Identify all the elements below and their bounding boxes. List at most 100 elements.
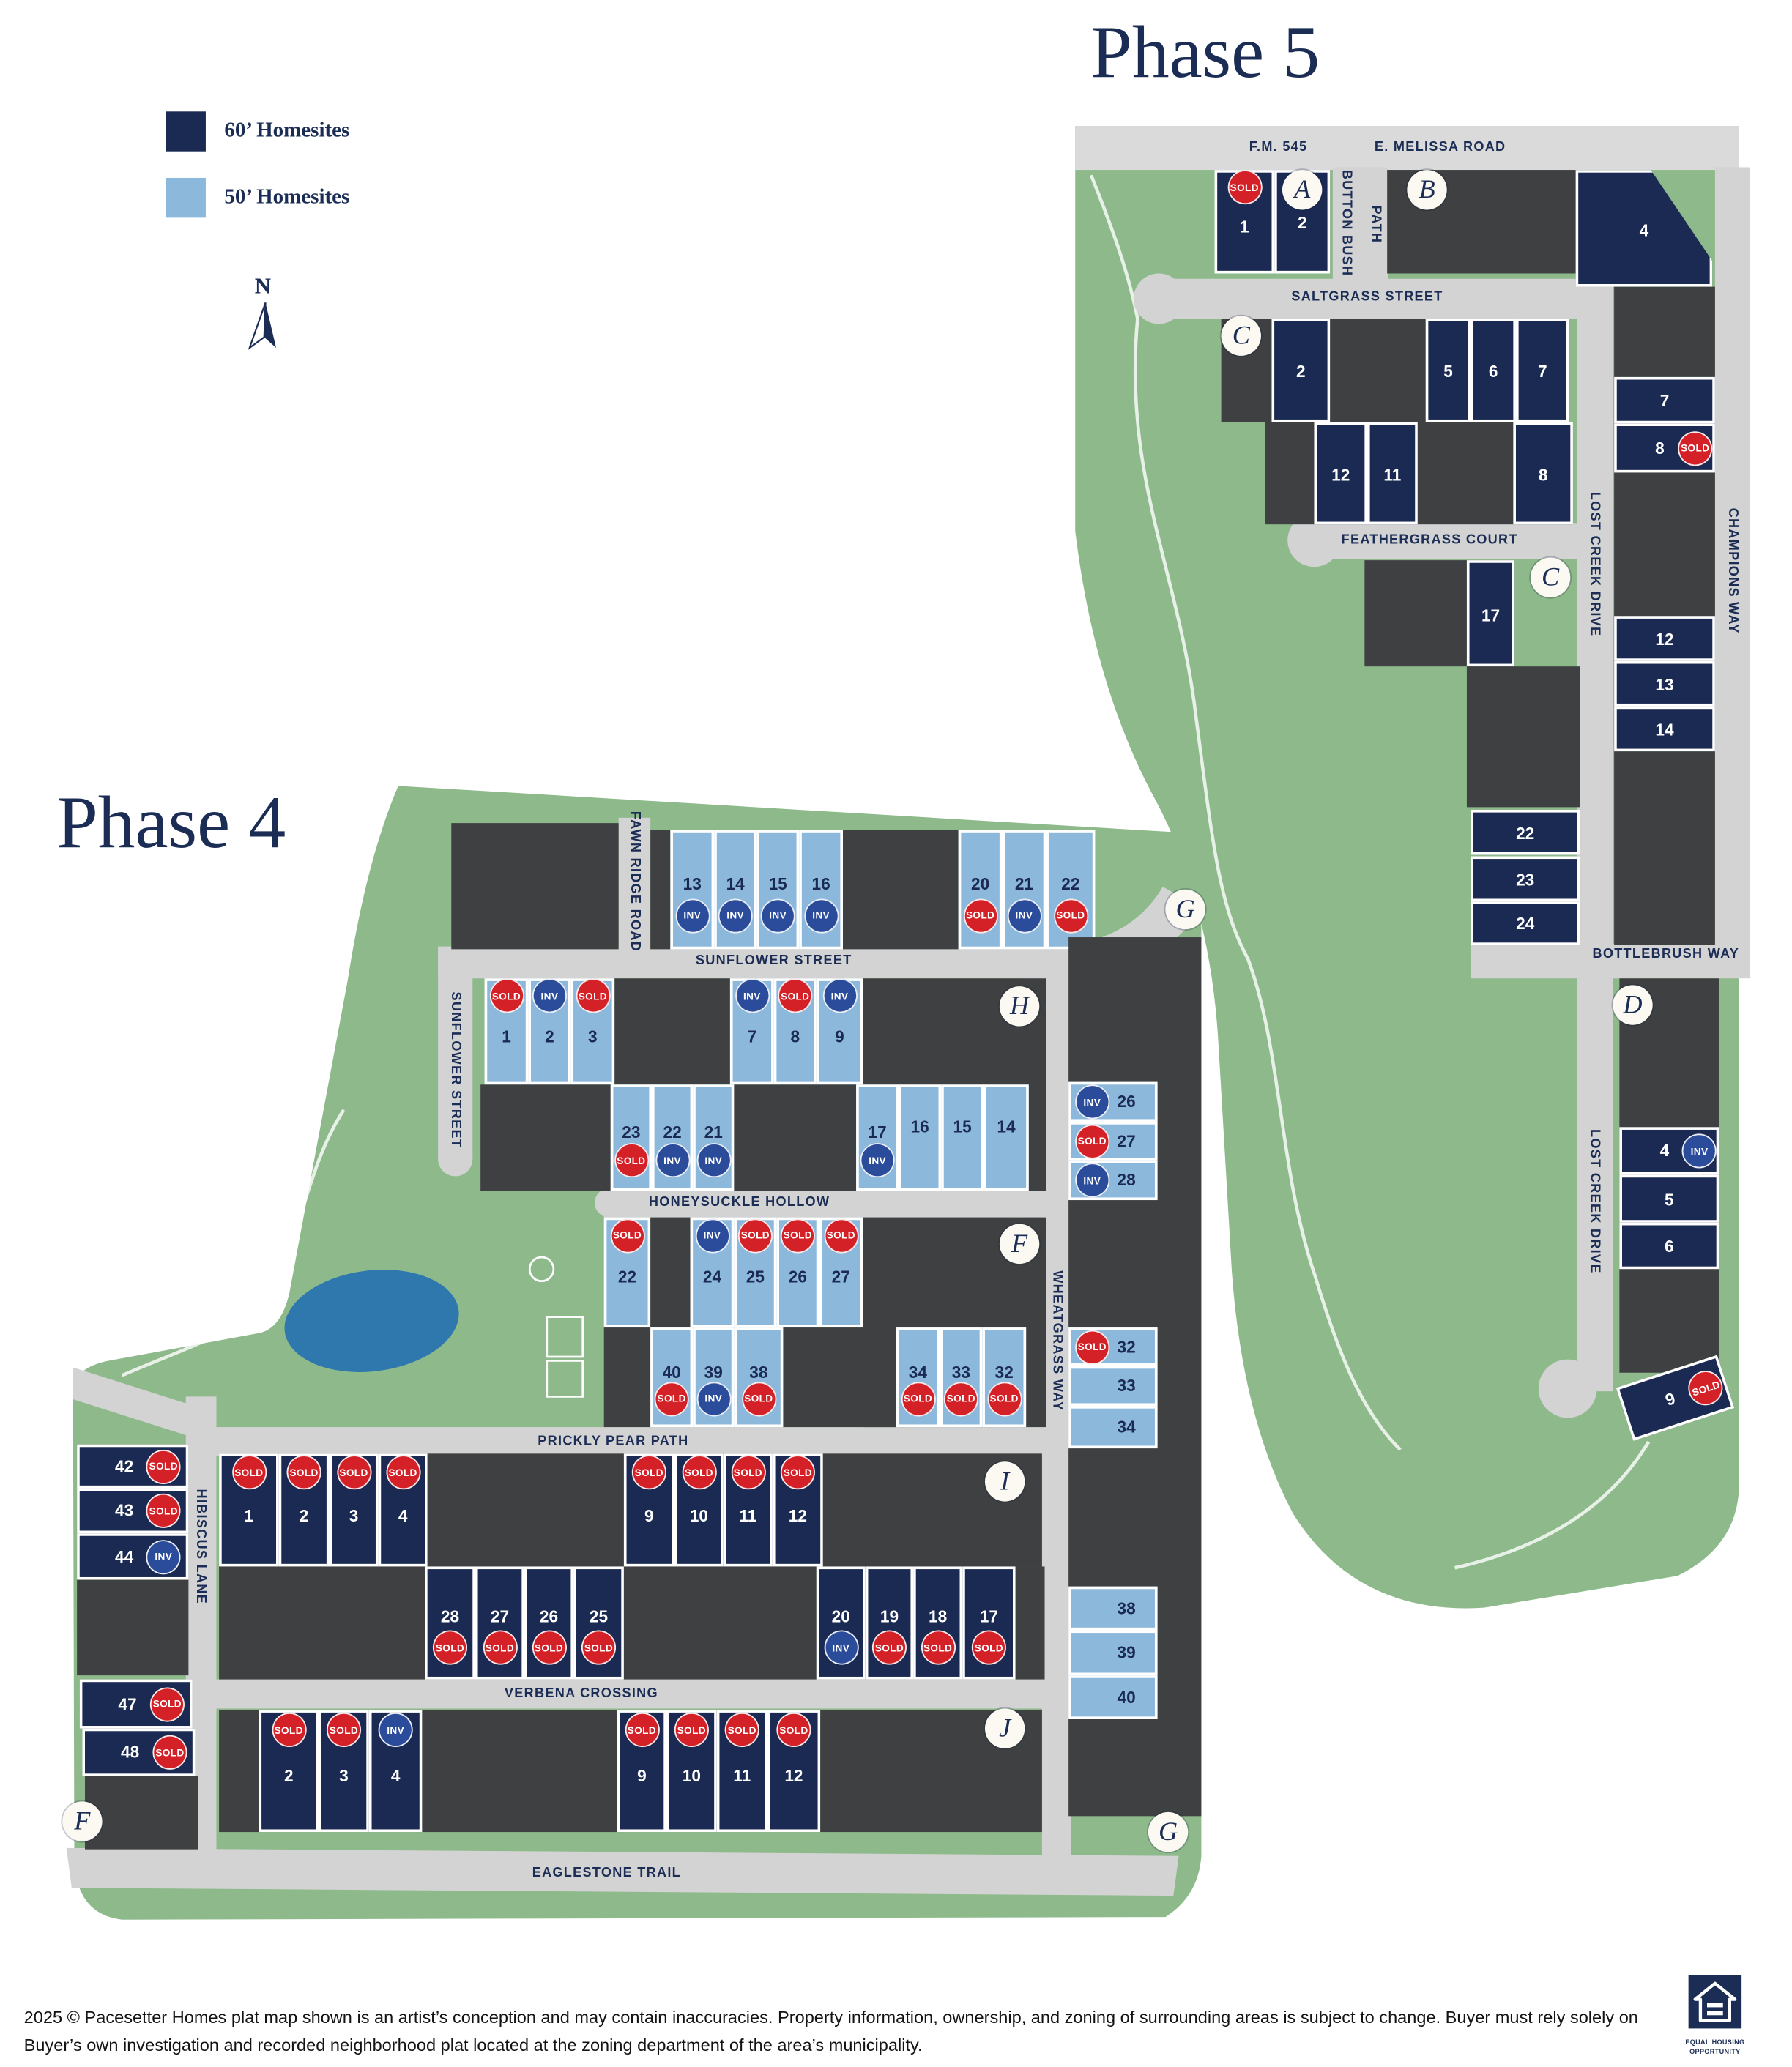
phase5-lot-5[interactable]: 5 (1619, 1174, 1719, 1223)
phase5-lot-8[interactable]: 8 (1513, 422, 1573, 525)
sold-badge: SOLD (654, 1382, 689, 1417)
phase5-lot-2[interactable]: 2 (1271, 319, 1331, 422)
phase5-lot-14[interactable]: 14 (1614, 706, 1715, 752)
phase5-lot-11[interactable]: 11 (1367, 422, 1418, 525)
lot-number: 9 (637, 1767, 647, 1787)
phase5-lot-7[interactable]: 7 (1614, 376, 1715, 424)
phase5-lot-23[interactable]: 23 (1471, 856, 1580, 902)
phase5-lot-7[interactable]: 7 (1515, 319, 1569, 422)
legend: 60’ Homesites 50’ Homesites (166, 111, 349, 244)
phase5-lot-5[interactable]: 5 (1425, 319, 1471, 422)
phase5-lot-12[interactable]: 12 (1314, 422, 1367, 525)
phase5-lot-24[interactable]: 24 (1471, 901, 1580, 945)
phase5-lot-12[interactable]: 12 (1614, 616, 1715, 661)
inventory-badge: INV (674, 898, 710, 934)
phase5-lot-6[interactable]: 6 (1619, 1222, 1719, 1270)
phase5-lot-17[interactable]: 17 (1466, 560, 1515, 667)
street-label: SUNFLOWER STREET (447, 991, 463, 1149)
phase4-lot-16[interactable]: 16 (899, 1084, 942, 1191)
sold-badge: SOLD (385, 1455, 420, 1490)
phase4-lot-40[interactable]: 40 (1068, 1675, 1158, 1719)
phase5-lot-6[interactable]: 6 (1471, 319, 1516, 422)
phase5-lot-13[interactable]: 13 (1614, 660, 1715, 707)
phase4-lot-33[interactable]: 33 (1068, 1366, 1158, 1407)
lot-number: 12 (1655, 630, 1674, 649)
phase4-lot-14[interactable]: 14 (984, 1084, 1029, 1191)
phase4-lot-34[interactable]: 34 (1068, 1406, 1158, 1449)
road-verbena-crossing (215, 1679, 1073, 1709)
lot-number: 2 (1296, 362, 1306, 382)
phase4-lot-38[interactable]: 38 (1068, 1586, 1158, 1631)
phase4-lot-39[interactable]: 39 (1068, 1630, 1158, 1676)
street-label: FAWN RIDGE ROAD (627, 811, 642, 953)
phase4-lot-15[interactable]: 15 (941, 1084, 984, 1191)
map-marker-C: C (1530, 557, 1571, 597)
phase5-lot-22[interactable]: 22 (1471, 809, 1580, 855)
sold-badge: SOLD (780, 1218, 815, 1254)
